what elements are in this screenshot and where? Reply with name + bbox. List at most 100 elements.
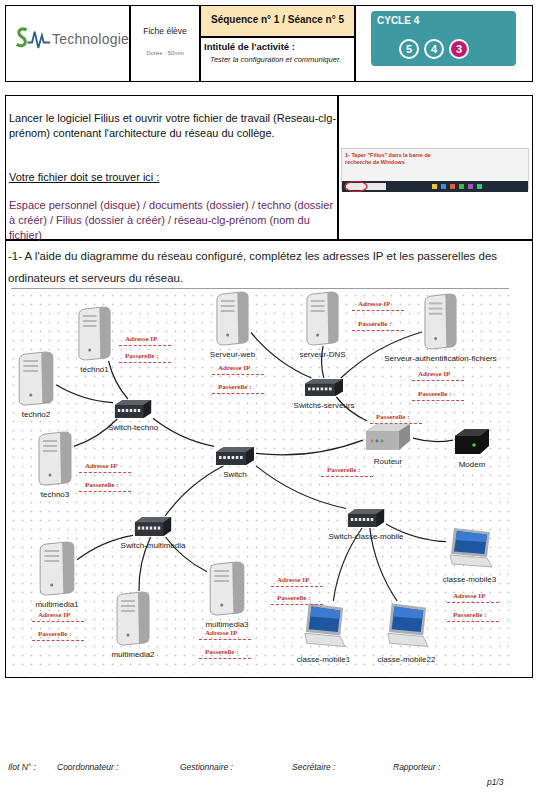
modem-icon	[453, 426, 491, 456]
laptop-node: classe-mobile3	[446, 526, 493, 571]
taskbar-svg	[342, 181, 528, 192]
switch-icon-part	[305, 379, 343, 396]
switch-icon-part	[351, 518, 353, 521]
server-icon-part	[23, 365, 38, 367]
device-name: Routeur	[374, 457, 402, 466]
switch-icon-part	[363, 518, 365, 521]
device-name: techno3	[41, 490, 69, 499]
device-name: classe-mobile1	[297, 655, 350, 664]
device-name: Switch	[223, 470, 247, 479]
laptop-icon-part	[388, 633, 428, 646]
server-icon	[76, 306, 113, 361]
switch-node: Switch-multimedia	[133, 516, 173, 537]
server-icon-part	[44, 555, 59, 557]
switch-icon-part	[150, 527, 152, 530]
footer-field: Gestionnaire :	[180, 762, 233, 772]
switch-icon	[113, 399, 153, 419]
taskbar-svg-part	[432, 184, 437, 189]
switch-icon-part	[138, 409, 140, 412]
device-name: Modem	[459, 460, 486, 469]
switch-icon-part	[118, 409, 120, 412]
device-name: Switch-classe-mobile	[328, 532, 403, 541]
switch-icon-part	[312, 388, 315, 391]
device-name: Switch-techno	[108, 423, 158, 432]
server-icon-part	[83, 315, 97, 317]
server-icon-part	[121, 600, 135, 602]
server-icon-part	[214, 575, 229, 577]
server-icon-part	[221, 305, 235, 307]
server-icon-part	[50, 584, 53, 587]
switch-icon-part	[126, 409, 128, 412]
logo-mark-svg-part	[28, 32, 51, 48]
server-icon-part	[62, 542, 74, 594]
screenshot-box: 1- Taper "Filius" dans la barre de reche…	[338, 95, 533, 240]
switch-node: Switch-techno	[113, 399, 153, 419]
server-icon-part	[29, 394, 32, 397]
taskbar	[342, 178, 528, 189]
switch-icon-part	[232, 456, 235, 459]
server-icon-part	[19, 352, 53, 405]
brand-name: Technologie	[52, 31, 129, 47]
server-icon-part	[429, 302, 443, 304]
footer-field: Secrétaire :	[292, 762, 335, 772]
device-name: multimedia1	[35, 600, 78, 609]
computer-node: techno2	[16, 351, 56, 406]
server-icon-part	[429, 313, 443, 315]
server-icon-part	[43, 450, 57, 452]
server-icon	[114, 591, 152, 646]
server-icon-part	[83, 320, 97, 322]
logo-cell: Technologie	[5, 5, 130, 82]
laptop-icon-part	[454, 531, 487, 554]
logo-mark-svg	[14, 24, 50, 52]
network-cable	[413, 438, 453, 441]
device-name: multimedia3	[205, 620, 248, 629]
switch-icon-part	[308, 388, 311, 391]
server-icon-part	[311, 305, 325, 307]
switch-icon-part	[130, 409, 132, 412]
switch-icon	[214, 446, 256, 466]
modem-node: Modem	[453, 426, 491, 456]
switch-icon-part	[216, 447, 254, 465]
server-icon-part	[41, 352, 53, 404]
server-icon-part	[434, 337, 437, 340]
server-icon	[422, 293, 459, 350]
server-icon-part	[210, 562, 244, 615]
field-label: Passerelle :	[370, 413, 422, 424]
switch-icon-part	[219, 456, 222, 459]
server-icon-part	[43, 440, 57, 442]
cycle-cell: CYCLE 4543	[355, 5, 533, 82]
header-cell: Séquence n° 1 / Séance n° 5	[200, 5, 355, 37]
modem-icon-part	[455, 429, 489, 454]
computer-node: techno3	[36, 431, 74, 486]
computer-node: multimedia3	[207, 561, 247, 616]
server-icon-part	[88, 349, 91, 352]
device-name: Serveur-authentification-fichiers	[384, 354, 497, 363]
field-label: Passerelle :	[79, 481, 131, 492]
switch-icon	[303, 378, 345, 397]
switch-icon-part	[142, 527, 144, 530]
server-icon-part	[79, 307, 110, 360]
device-name: classe-mobile22	[378, 655, 436, 664]
switch-icon-part	[246, 447, 254, 465]
server-icon-part	[43, 445, 57, 447]
header-cell: Fiche élèveDurée : 50min	[130, 5, 200, 82]
server-icon-part	[138, 592, 149, 644]
field-label: Passerelle :	[321, 466, 373, 477]
switch-icon-part	[154, 527, 156, 530]
server-icon-part	[44, 550, 59, 552]
laptop-icon-part	[306, 603, 343, 635]
server-icon-part	[221, 310, 235, 312]
switch-icon-part	[329, 388, 332, 391]
field-label: Passerelle :	[447, 611, 499, 622]
server-node: serveur-DNS	[304, 291, 341, 346]
taskbar-svg-part	[477, 184, 482, 189]
taskbar-svg-part	[342, 181, 528, 192]
switch-icon	[133, 516, 173, 537]
switch-icon	[346, 508, 386, 528]
duration: Durée : 50min	[131, 50, 199, 56]
router-icon-part	[381, 440, 384, 443]
router-icon	[363, 421, 413, 453]
laptop-node: classe-mobile22	[384, 601, 429, 651]
question-text: -1- A l'aide du diagramme du réseau conf…	[8, 245, 532, 289]
